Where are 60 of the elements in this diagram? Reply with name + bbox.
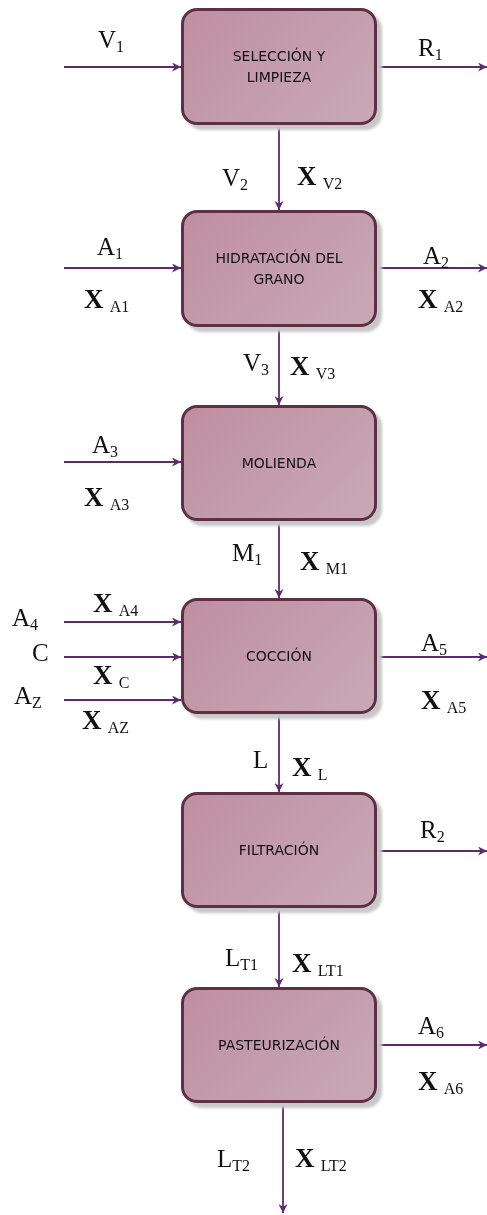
flow-arrow: [63, 617, 182, 627]
composition-label: X $_{A5}$: [421, 687, 467, 716]
stream-label: L$_{T1}$: [225, 945, 259, 973]
stream-label: R$_{1}$: [418, 35, 443, 63]
composition-label: X $_{A6}$: [418, 1068, 464, 1097]
flow-arrow: [376, 1040, 487, 1050]
flow-arrow: [274, 520, 284, 599]
process-box: [181, 8, 377, 125]
process-label: PASTEURIZACIÓN: [217, 1035, 341, 1055]
process-label: COCCIÓN: [245, 646, 313, 666]
stream-label: A$_{6}$: [418, 1013, 445, 1041]
stream-label: V$_{3}$: [243, 350, 270, 378]
process-label: HIDRATACIÓN DEL GRANO: [214, 248, 344, 289]
stream-label: A$_{Z}$: [14, 683, 42, 711]
process-label: MOLIENDA: [240, 453, 318, 473]
stream-label: L: [253, 747, 269, 772]
stream-label: A$_{3}$: [92, 432, 119, 460]
flow-arrow: [376, 652, 487, 662]
flow-arrow: [63, 457, 182, 467]
composition-label: X $_{A2}$: [418, 286, 464, 315]
process-box: [181, 987, 377, 1103]
flow-arrow: [376, 62, 487, 72]
composition-label: X $_{A4}$: [93, 590, 139, 619]
composition-label: X $_{A1}$: [84, 286, 130, 315]
flow-arrow: [278, 1102, 288, 1214]
composition-label: X $_{C}$: [93, 662, 130, 691]
composition-label: X $_{A3}$: [84, 484, 130, 513]
stream-label: A$_{4}$: [12, 605, 39, 633]
flow-arrow: [274, 326, 284, 406]
composition-label: X $_{M1}$: [300, 548, 348, 577]
flow-arrow: [63, 263, 182, 273]
flow-arrow: [274, 124, 284, 211]
composition-label: X $_{LT1}$: [292, 950, 344, 979]
stream-label: M$_{1}$: [232, 540, 263, 568]
flow-arrow: [274, 713, 284, 793]
flow-arrow: [274, 907, 284, 988]
process-label: SELECCIÓN Y LIMPIEZA: [231, 46, 327, 87]
process-box: [181, 598, 377, 714]
composition-label: X $_{V2}$: [297, 163, 343, 192]
flow-arrow: [376, 846, 487, 856]
flow-arrow: [376, 263, 487, 273]
process-box: [181, 792, 377, 908]
stream-label: V$_{1}$: [98, 27, 125, 55]
stream-label: A$_{1}$: [97, 234, 124, 262]
flow-arrow: [63, 62, 182, 72]
stream-label: A$_{2}$: [423, 243, 450, 271]
process-box: [181, 210, 377, 327]
stream-label: L$_{T2}$: [217, 1146, 251, 1174]
stream-label: R$_{2}$: [420, 817, 445, 845]
composition-label: X $_{L}$: [292, 754, 328, 783]
stream-label: A$_{5}$: [421, 630, 448, 658]
composition-label: X $_{LT2}$: [295, 1145, 347, 1174]
process-box: [181, 405, 377, 521]
flow-arrow: [63, 695, 182, 705]
flow-arrow: [63, 652, 182, 662]
composition-label: X $_{AZ}$: [82, 707, 130, 736]
process-label: FILTRACIÓN: [237, 840, 321, 860]
stream-label: C: [32, 640, 49, 665]
composition-label: X $_{V3}$: [290, 353, 336, 382]
stream-label: V$_{2}$: [222, 165, 249, 193]
